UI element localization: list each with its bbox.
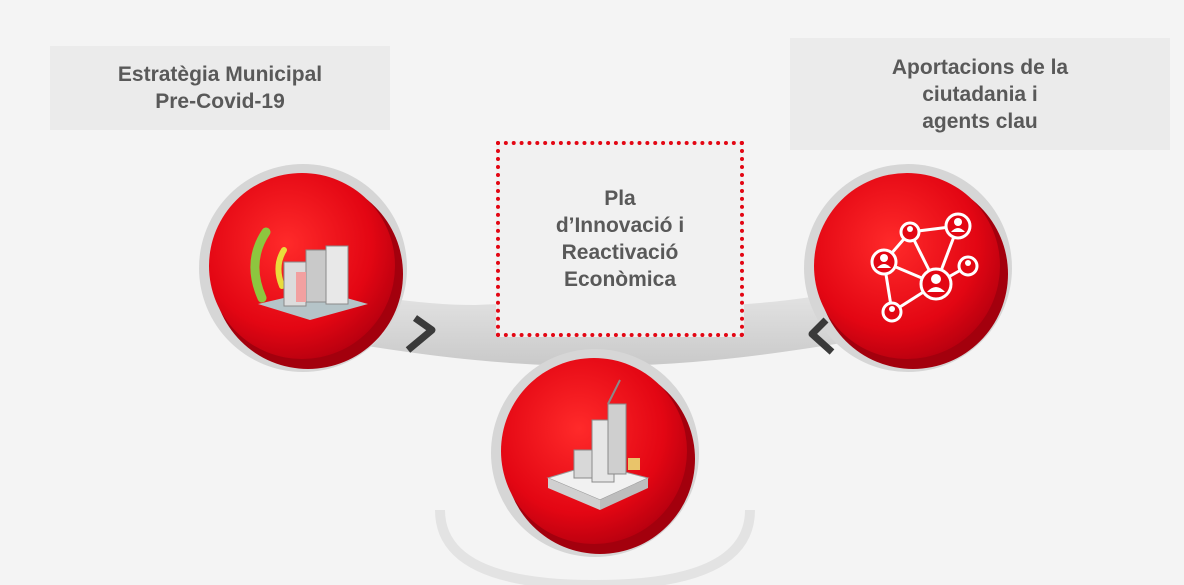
book-city-icon — [546, 379, 650, 510]
label-left-box: Estratègia Municipal Pre-Covid-19 — [50, 46, 390, 130]
chevron-right-icon — [808, 317, 835, 355]
chevron-left-icon — [405, 315, 436, 353]
label-left-text: Estratègia Municipal Pre-Covid-19 — [117, 63, 323, 113]
base-arc — [435, 509, 755, 585]
city-buildings-signal-icon — [250, 227, 368, 320]
label-right-box: Aportacions de la ciutadania i agents cl… — [790, 38, 1170, 150]
label-center-box: Pla d’Innovació i Reactivació Econòmica — [496, 141, 744, 337]
label-right-text: Aportacions de la ciutadania i agents cl… — [891, 55, 1069, 133]
label-center-text: Pla d’Innovació i Reactivació Econòmica — [555, 187, 685, 291]
